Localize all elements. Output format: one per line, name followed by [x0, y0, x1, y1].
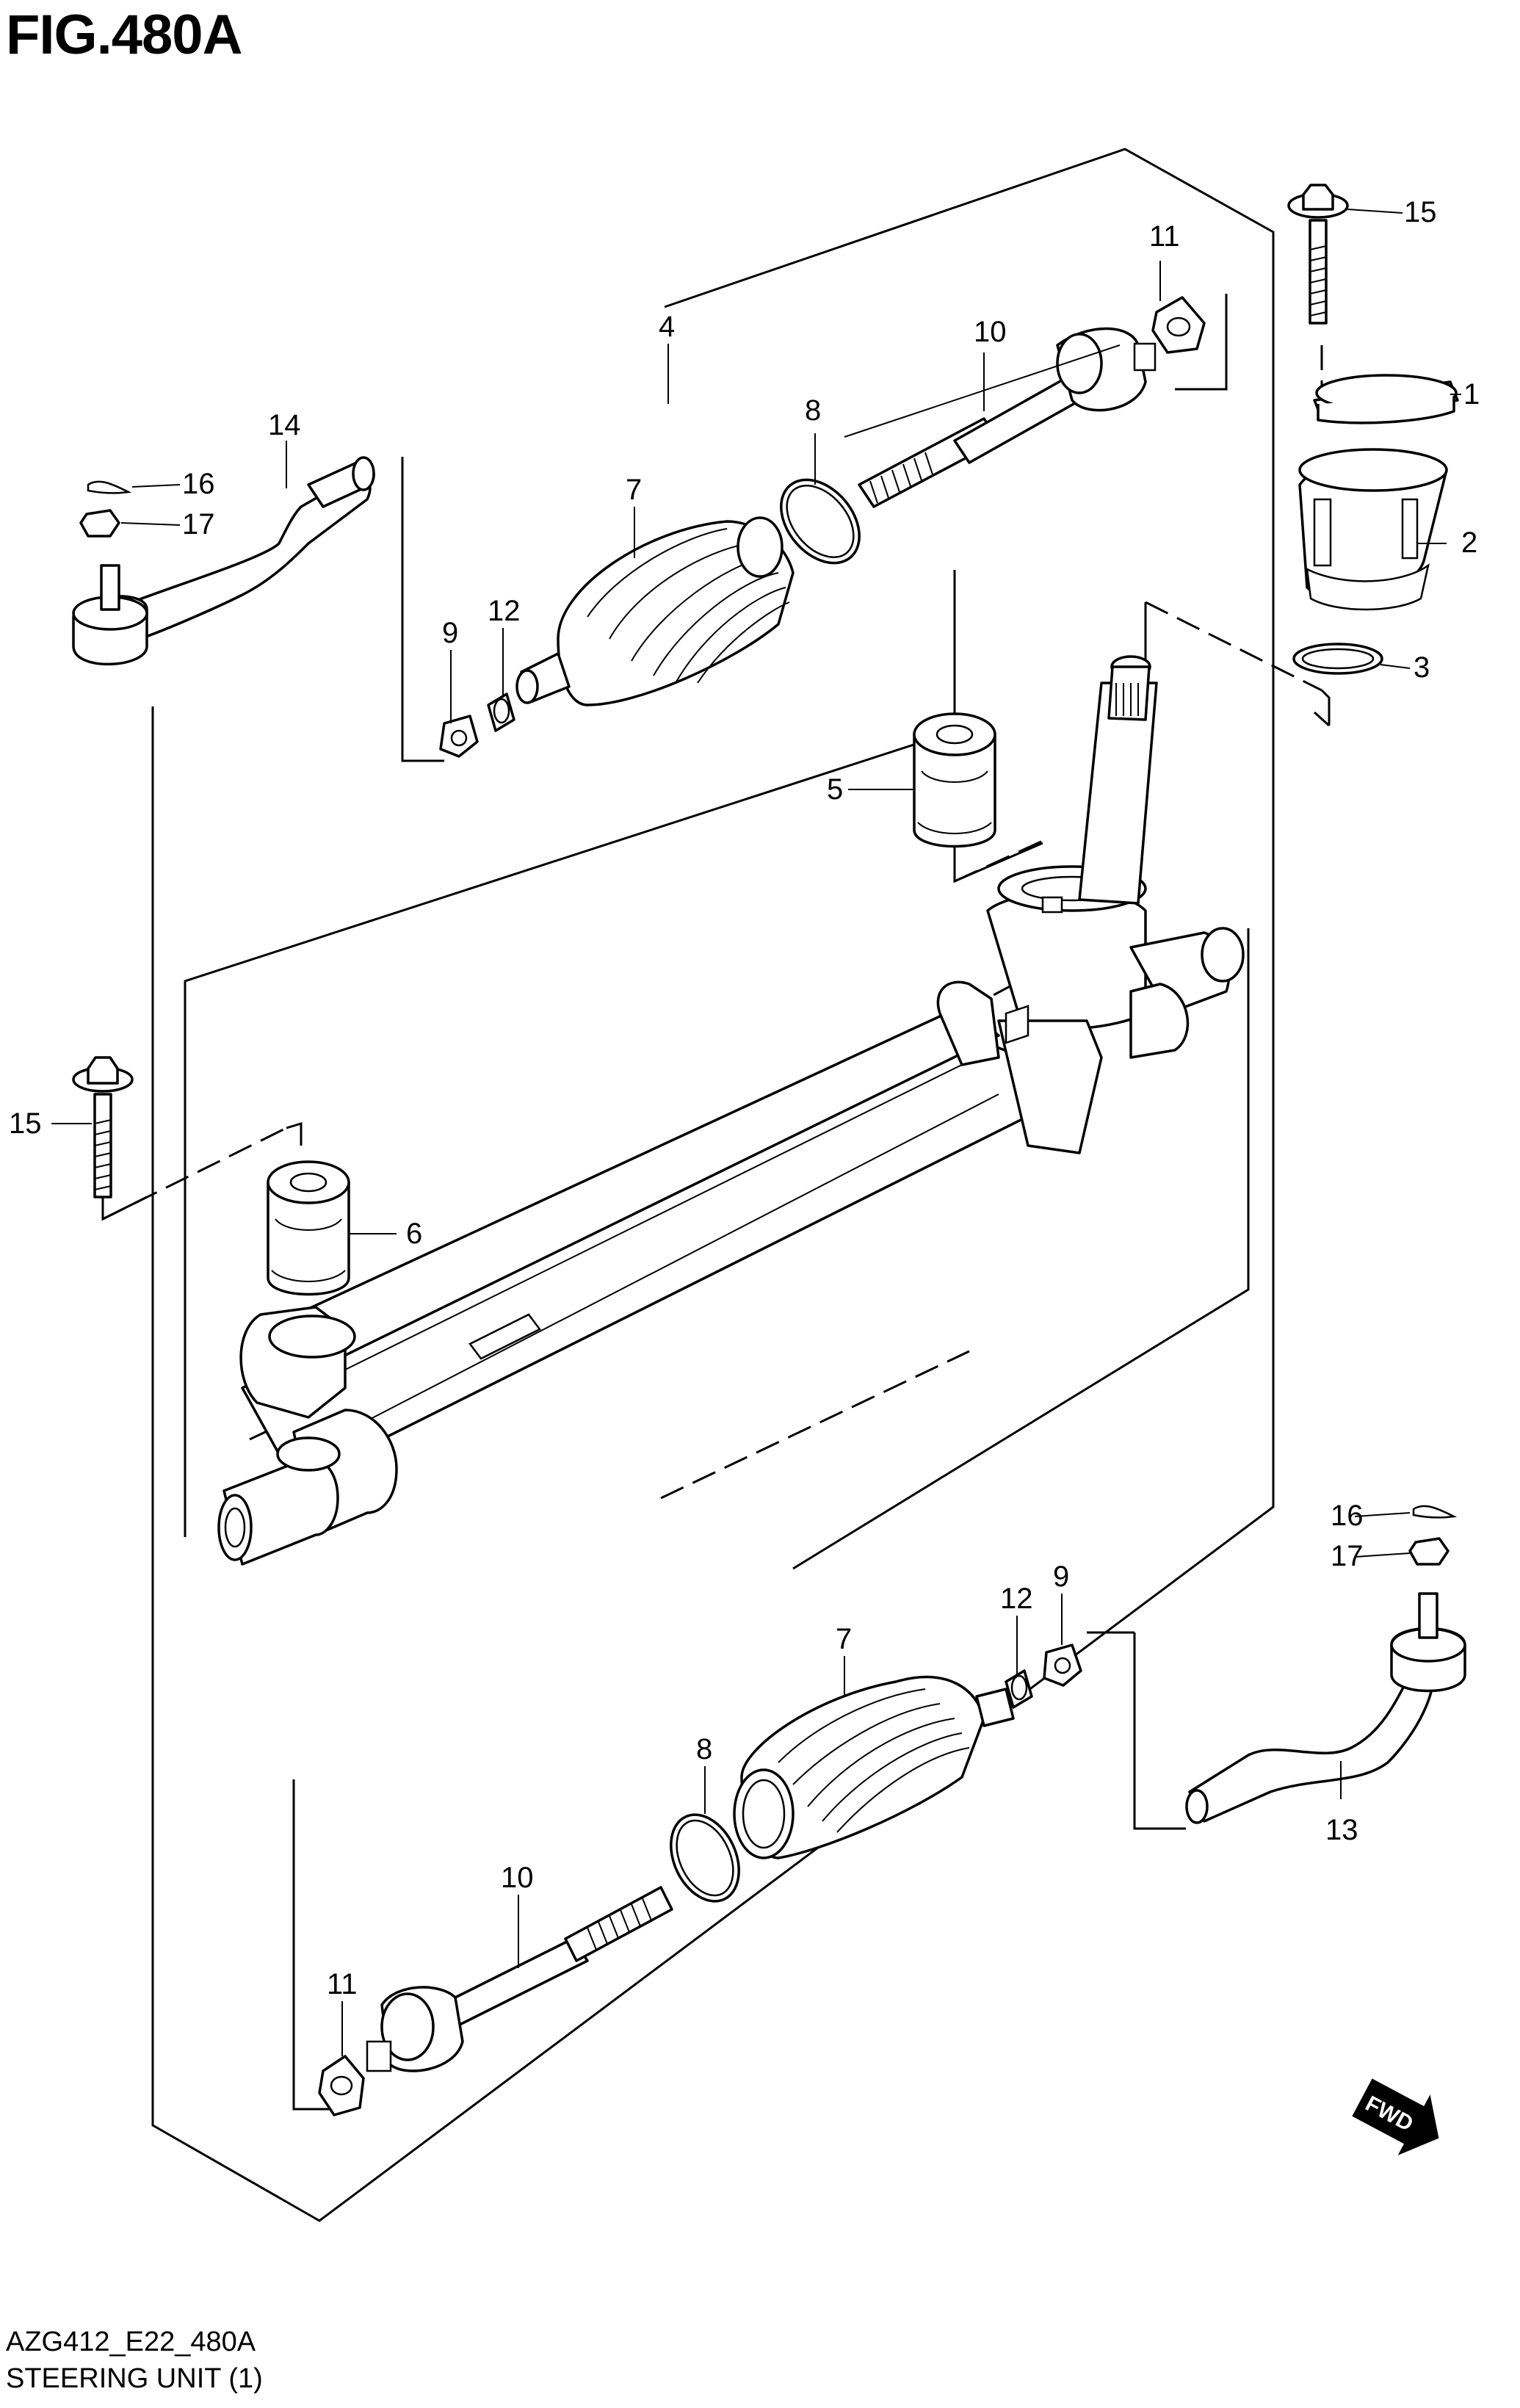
callout-8-lower: 8 [696, 1733, 712, 1765]
part-15-bolt-upper [1287, 184, 1349, 325]
lower-lock-washer-11 [318, 2055, 365, 2116]
lower-boot-7 [733, 1675, 1015, 1859]
upper-lock-washer-11 [1151, 296, 1206, 354]
fwd-arrow-icon: FWD [1352, 2078, 1439, 2155]
nut-17-lower [1408, 1537, 1450, 1566]
upper-nut-9 [439, 715, 479, 758]
tie-rod-end-14 [72, 456, 375, 666]
upper-clamp-8 [780, 478, 861, 565]
tie-rod-end-13 [1185, 1592, 1466, 1824]
callout-15-upper: 15 [1404, 196, 1437, 228]
callout-11-lower: 11 [327, 1968, 358, 2000]
callout-11-upper: 11 [1149, 220, 1180, 253]
nut-17-upper [79, 509, 120, 538]
callout-6: 6 [406, 1218, 422, 1250]
upper-clip-12 [487, 693, 515, 732]
upper-inner-rod-10 [858, 327, 1157, 508]
part-15-bolt-left [72, 1056, 134, 1198]
cotter-pin-16-lower [1412, 1505, 1458, 1519]
callout-10-upper: 10 [974, 316, 1007, 348]
callout-9-upper: 9 [442, 617, 458, 649]
callout-16-upper: 16 [182, 468, 215, 500]
callout-8-upper: 8 [805, 394, 821, 427]
callout-17-upper: 17 [182, 508, 215, 540]
lower-nut-9 [1043, 1644, 1082, 1687]
figure-title: FIG.480A [6, 4, 242, 66]
callout-10-lower: 10 [501, 1862, 534, 1894]
lower-inner-rod-10 [366, 1886, 673, 2072]
callout-15-left: 15 [9, 1107, 42, 1140]
callout-3: 3 [1414, 651, 1430, 684]
callout-7-upper: 7 [626, 474, 642, 506]
part-5-bushing [913, 712, 996, 848]
pinion-shaft [1078, 655, 1158, 905]
callout-7-lower: 7 [836, 1623, 852, 1655]
part-2-cover [1298, 448, 1448, 611]
callout-2: 2 [1461, 527, 1477, 559]
part-1-pad [1313, 374, 1459, 424]
steering-gear-housing [217, 865, 1245, 1566]
callout-12-upper: 12 [488, 595, 521, 627]
callout-16-lower: 16 [1331, 1500, 1364, 1532]
part-6-bushing [267, 1160, 350, 1296]
callout-4: 4 [659, 311, 675, 343]
lower-clip-12 [1005, 1669, 1033, 1709]
callout-9-lower: 9 [1053, 1561, 1069, 1593]
lower-clamp-8 [670, 1813, 740, 1903]
part-3-o-ring [1292, 643, 1383, 675]
upper-boot-7 [515, 516, 795, 706]
cotter-pin-16-upper [87, 480, 132, 494]
leader-lines [51, 209, 1461, 2056]
callout-1: 1 [1463, 378, 1480, 411]
figure-name: STEERING UNIT (1) [6, 2363, 263, 2394]
callout-5: 5 [827, 773, 843, 806]
callout-13: 13 [1325, 1814, 1358, 1846]
callout-17-lower: 17 [1331, 1540, 1364, 1572]
callout-labels: 15 1 2 3 4 11 10 8 14 7 16 17 9 12 5 15 … [9, 196, 1480, 2000]
figure-code: AZG412_E22_480A [6, 2326, 256, 2357]
callout-12-lower: 12 [1000, 1583, 1033, 1615]
callout-14: 14 [268, 409, 301, 441]
